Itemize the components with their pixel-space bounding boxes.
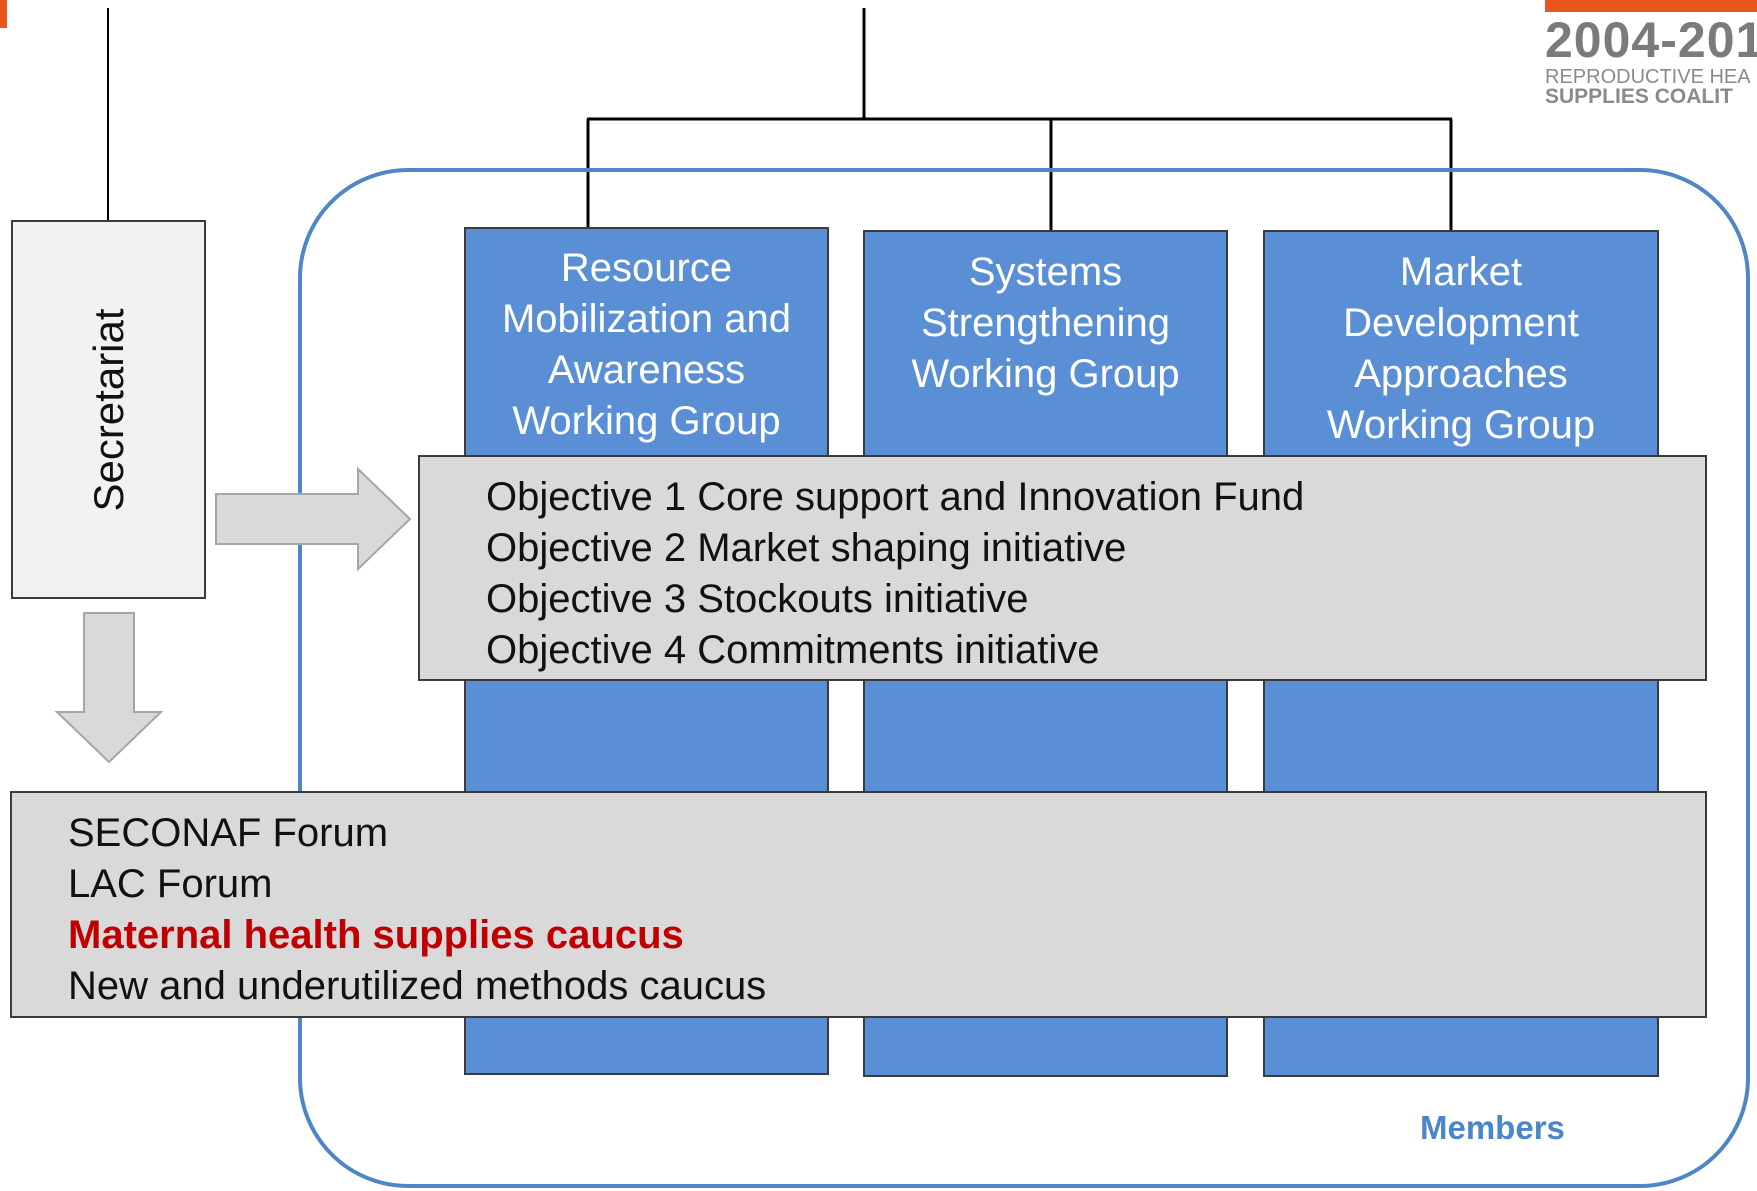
objectives-panel: Objective 1 Core support and Innovation …: [418, 455, 1707, 681]
wg-line: Working Group: [911, 352, 1180, 396]
forum-item-highlighted: Maternal health supplies caucus: [68, 913, 684, 957]
objective-item: Objective 1 Core support and Innovation …: [486, 475, 1305, 519]
objective-item: Objective 2 Market shaping initiative: [486, 526, 1127, 570]
logo-line-2: SUPPLIES COALIT: [1545, 85, 1733, 108]
logo-line-1: REPRODUCTIVE HEA: [1545, 66, 1751, 88]
wg-line: Working Group: [512, 399, 781, 443]
wg-line: Systems: [968, 250, 1123, 294]
edge-accent-mark: [0, 0, 7, 28]
wg-line: Working Group: [1326, 403, 1596, 447]
wg-line: Mobilization and: [501, 297, 792, 341]
wg-line: Strengthening: [920, 301, 1171, 345]
logo-accent-bar: [1545, 0, 1757, 12]
wg-line: Market: [1399, 250, 1523, 294]
members-frame: [298, 168, 1750, 1188]
forum-item: LAC Forum: [68, 862, 273, 906]
wg-line: Resource: [560, 246, 733, 290]
wg-line: Approaches: [1354, 352, 1568, 396]
wg-line: Development: [1343, 301, 1579, 345]
members-label: Members: [1420, 1109, 1565, 1146]
forum-item: New and underutilized methods caucus: [68, 964, 767, 1008]
objective-item: Objective 3 Stockouts initiative: [486, 577, 1029, 621]
secretariat-label: Secretariat: [84, 307, 132, 512]
secretariat-box: Secretariat: [11, 220, 206, 599]
logo-year: 2004-201: [1545, 12, 1757, 68]
wg-line: Awareness: [547, 348, 746, 392]
forums-panel: SECONAF Forum LAC Forum Maternal health …: [10, 791, 1707, 1018]
forum-item: SECONAF Forum: [68, 811, 389, 855]
coalition-logo: 2004-201 REPRODUCTIVE HEA SUPPLIES COALI…: [1545, 0, 1757, 110]
objective-item: Objective 4 Commitments initiative: [486, 628, 1100, 672]
